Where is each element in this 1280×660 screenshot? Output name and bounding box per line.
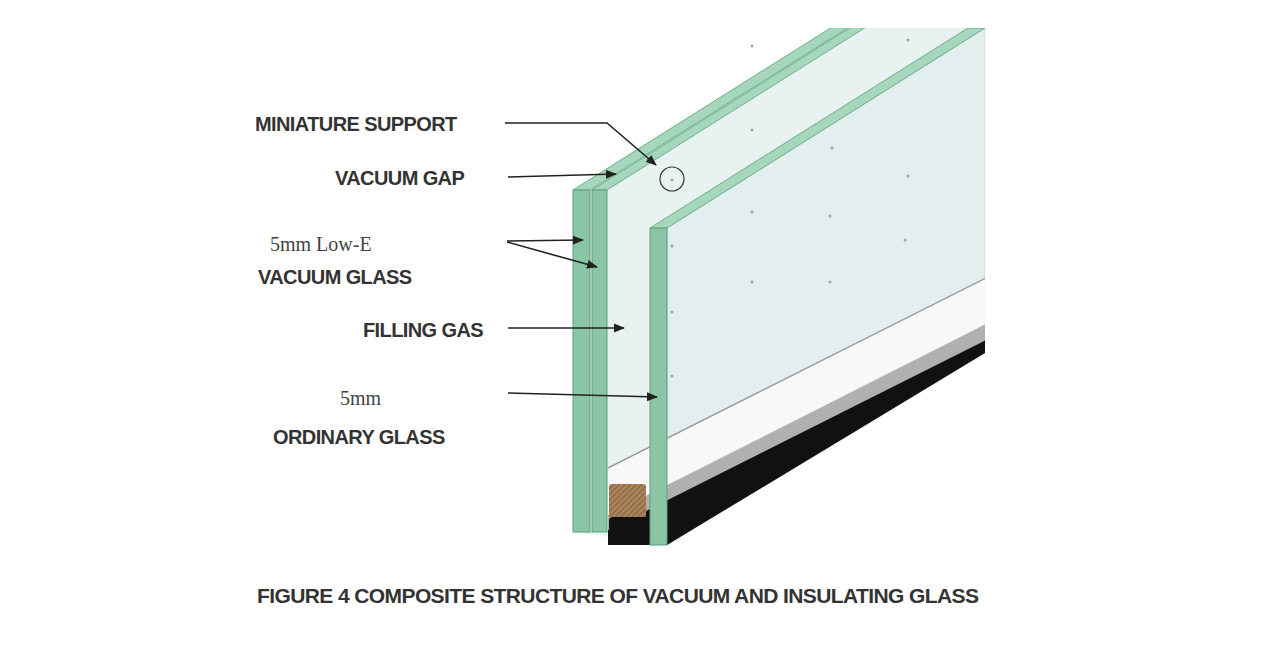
pane-top xyxy=(573,28,908,190)
dimension-label: 5mm xyxy=(340,387,381,410)
sealant-section xyxy=(609,517,649,531)
part-label: MINIATURE SUPPORT xyxy=(255,113,457,136)
leader-line xyxy=(508,174,616,177)
figure-caption: FIGURE 4 COMPOSITE STRUCTURE OF VACUUM A… xyxy=(257,584,978,608)
leader-line xyxy=(507,240,583,241)
part-label: FILLING GAS xyxy=(363,319,483,342)
leader-line xyxy=(507,242,597,267)
part-label: VACUUM GAP xyxy=(335,167,464,190)
vacuum-pane-edge xyxy=(573,190,590,532)
part-label: ORDINARY GLASS xyxy=(273,426,445,449)
leader-line xyxy=(508,327,624,329)
leader-line xyxy=(508,393,657,397)
glass-face xyxy=(573,28,985,545)
spacer-section xyxy=(609,484,646,518)
part-label: VACUUM GLASS xyxy=(258,266,412,289)
dimension-label: 5mm Low-E xyxy=(270,233,372,256)
pane-top xyxy=(650,28,985,228)
glass-panel xyxy=(573,28,985,545)
ordinary-pane-edge xyxy=(650,228,667,545)
leader-line xyxy=(505,123,656,165)
support-circle xyxy=(660,167,684,191)
vacuum-pane-edge xyxy=(592,190,607,532)
